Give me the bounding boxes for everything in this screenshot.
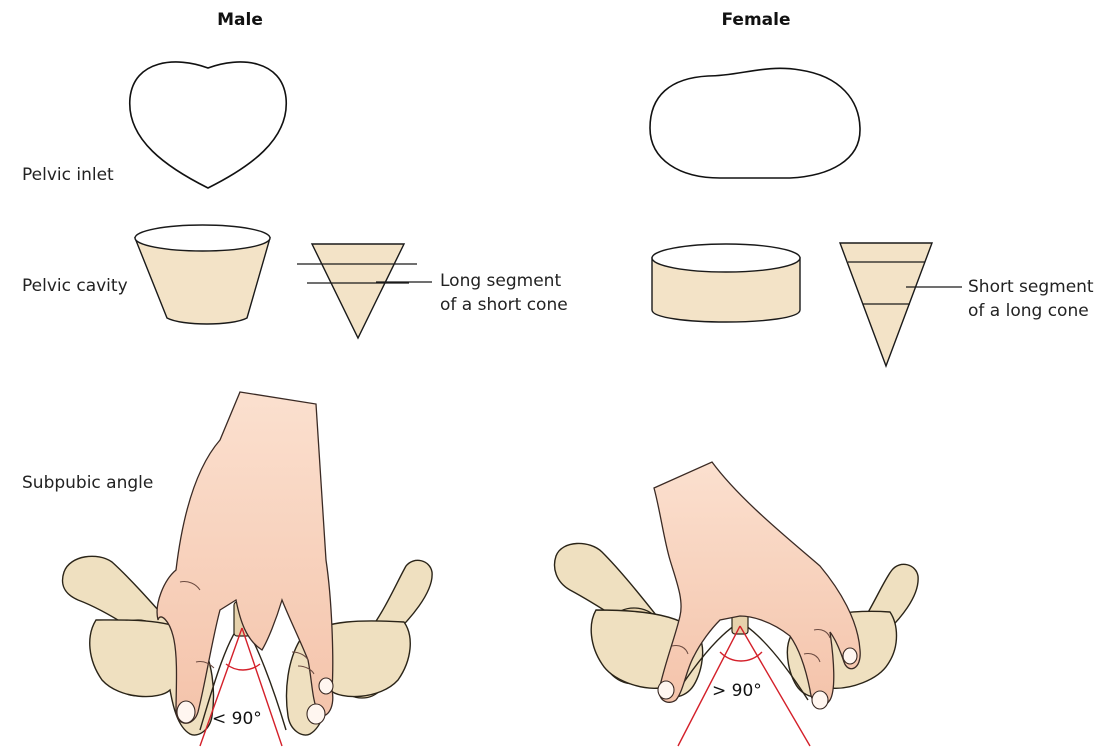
female-cone-label-line1: Short segment <box>968 277 1094 297</box>
female-header: Female <box>722 10 791 30</box>
male-pelvis-illustration <box>63 392 433 746</box>
male-pelvic-inlet-heart-shape <box>130 62 287 188</box>
male-inverted-cone <box>297 244 432 338</box>
pelvic-inlet-label: Pelvic inlet <box>22 165 114 185</box>
female-angle-label: > 90° <box>712 681 762 701</box>
subpubic-angle-label: Subpubic angle <box>22 473 153 493</box>
male-cone-label-line1: Long segment <box>440 271 561 291</box>
pelvic-cavity-label: Pelvic cavity <box>22 276 128 296</box>
female-cavity-cylinder <box>652 244 800 322</box>
female-inverted-cone <box>840 243 962 366</box>
female-pelvic-inlet-oval-shape <box>650 68 860 178</box>
female-pelvis-illustration <box>555 462 919 746</box>
male-cavity-truncated-cone <box>135 225 270 324</box>
male-angle-label: < 90° <box>212 709 262 729</box>
female-cone-label-line2: of a long cone <box>968 301 1089 321</box>
male-cone-label-line2: of a short cone <box>440 295 568 315</box>
male-header: Male <box>217 10 263 30</box>
